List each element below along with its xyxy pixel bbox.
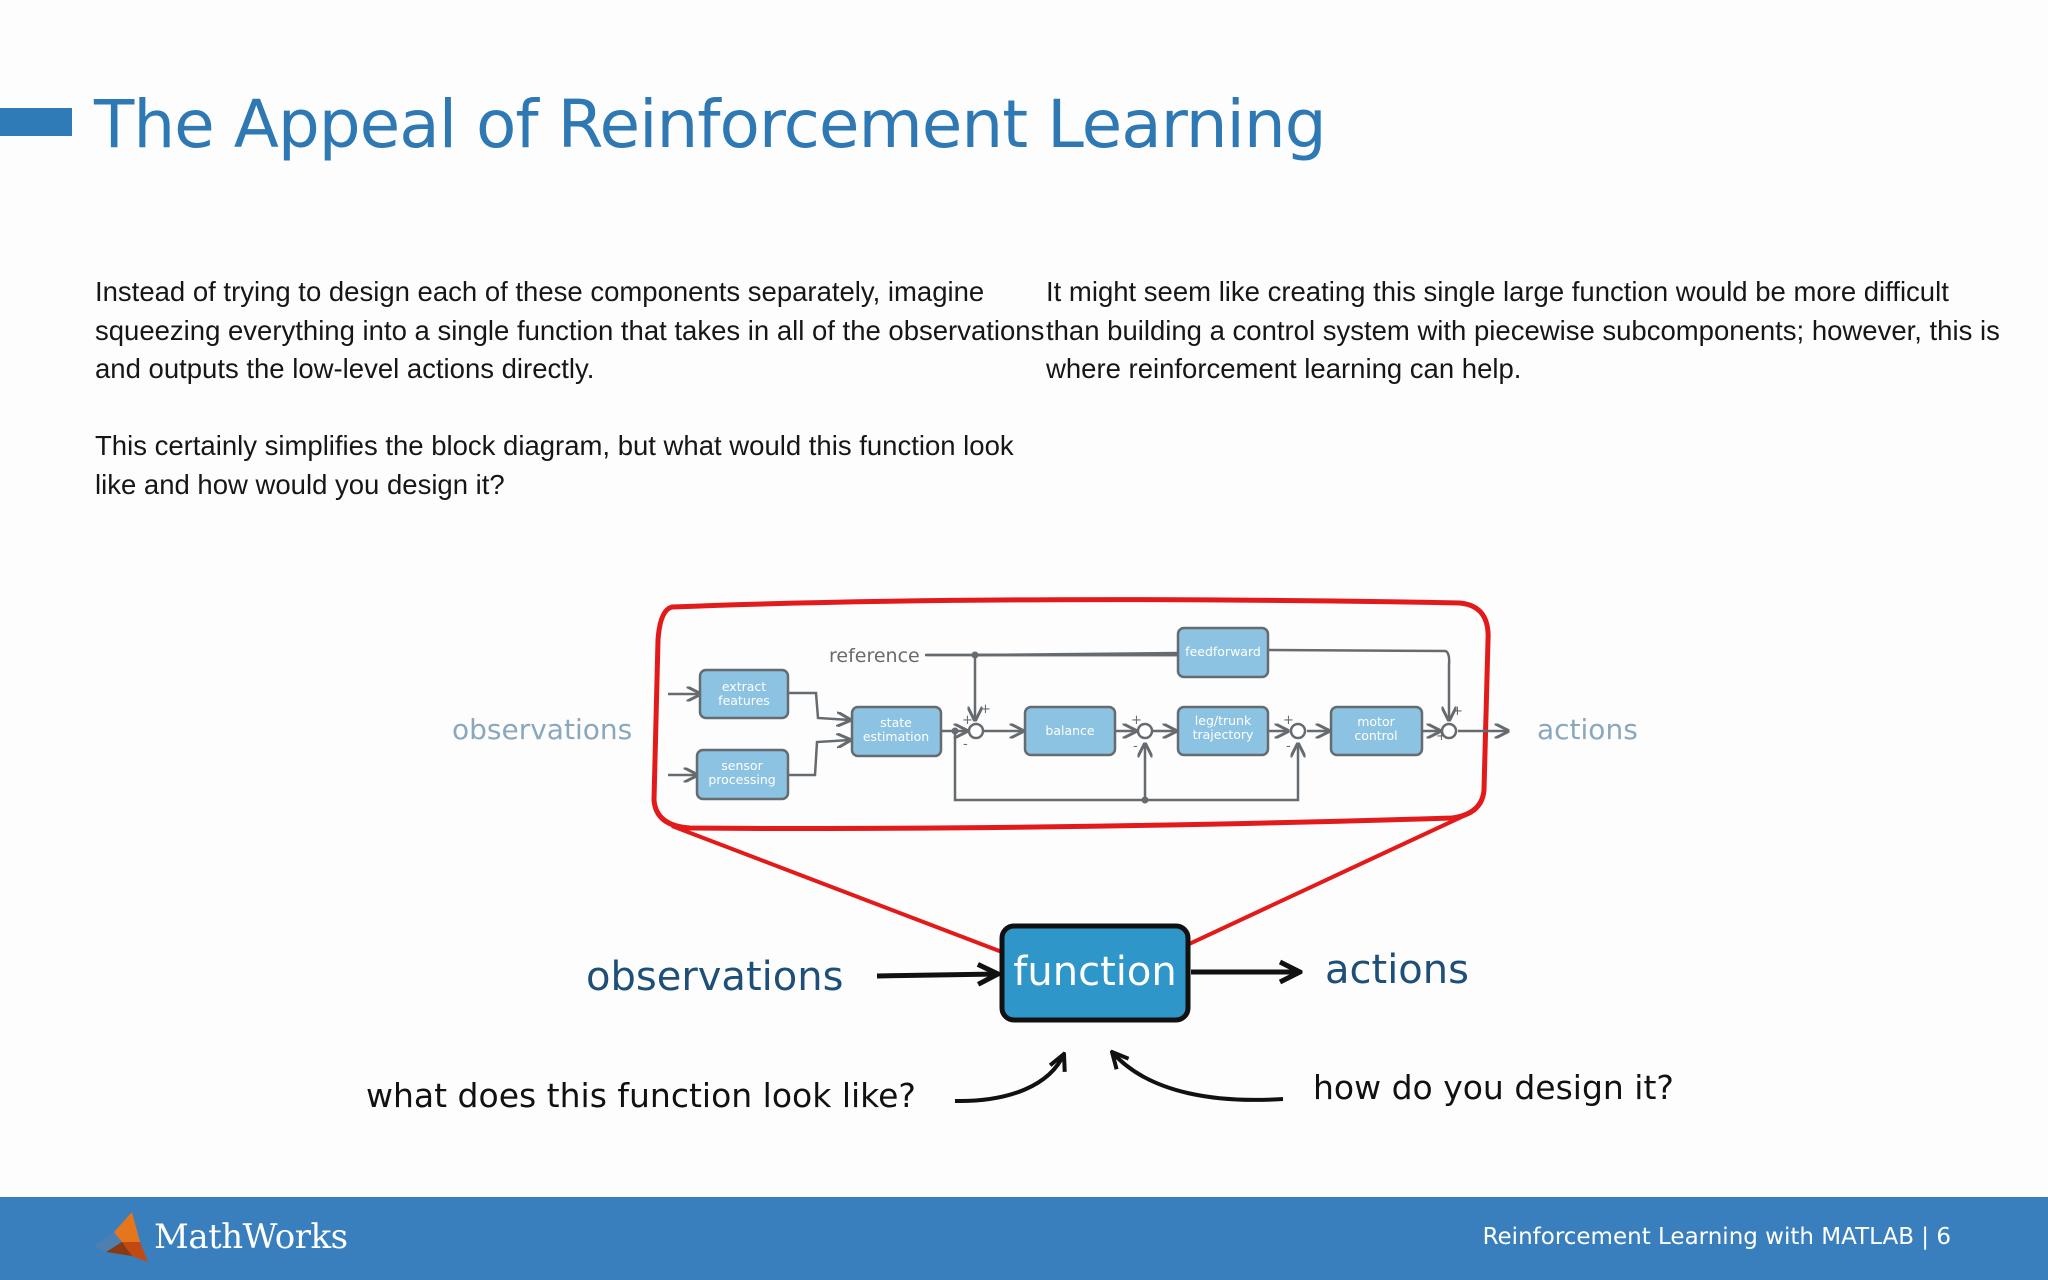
svg-text:+: + <box>1452 704 1463 719</box>
rl-function-diagram: + + - + - + - + + extract features sensor pro… <box>366 597 1674 1115</box>
slide-title: The Appeal of Reinforcement Learning <box>94 86 1327 163</box>
zoom-line-left <box>671 824 1003 954</box>
extract-features-block <box>698 668 790 720</box>
title-accent-bar <box>0 108 72 136</box>
simplified-observations-label: observations <box>586 954 843 1000</box>
system-boundary-outline <box>651 597 1491 832</box>
feedforward-label: feedforward <box>1185 644 1261 659</box>
leg-trunk-label-2: trajectory <box>1193 727 1254 742</box>
svg-text:-: - <box>1133 739 1138 754</box>
simplified-actions-label: actions <box>1325 947 1469 993</box>
paragraph-question: This certainly simplifies the block diag… <box>95 430 1014 500</box>
state-estimation-block <box>850 705 943 758</box>
question-left-label: what does this function look like? <box>366 1076 916 1115</box>
balance-block <box>1023 705 1117 757</box>
function-block <box>999 923 1191 1023</box>
extract-features-label-1: extract <box>722 679 766 694</box>
question-right-label: how do you design it? <box>1313 1068 1674 1107</box>
feedforward-block <box>1176 626 1270 679</box>
motor-control-label-1: motor <box>1357 714 1395 729</box>
sensor-processing-block <box>695 748 790 801</box>
detail-observations-label: observations <box>452 713 632 746</box>
svg-text:+: + <box>980 702 991 717</box>
extract-features-label-2: features <box>718 693 770 708</box>
junction-signs: + + - + - + - + + <box>962 702 1463 754</box>
mathworks-logo-text: MathWorks <box>154 1217 348 1257</box>
subcomponent-blocks <box>695 626 1424 801</box>
svg-text:+: + <box>1283 713 1294 728</box>
svg-text:+: + <box>962 713 973 728</box>
reference-label: reference <box>829 645 920 667</box>
svg-text:+: + <box>1436 729 1447 744</box>
state-estimation-label-1: state <box>880 715 912 730</box>
paragraph-intro: Instead of trying to design each of thes… <box>95 276 1045 384</box>
detail-actions-label: actions <box>1537 713 1638 746</box>
state-estimation-label-2: estimation <box>863 729 929 744</box>
zoom-line-right <box>1188 810 1473 946</box>
function-label: function <box>1013 949 1176 995</box>
slide-footer: MathWorks Reinforcement Learning with MA… <box>0 1197 2048 1280</box>
motor-control-label-2: control <box>1354 728 1397 743</box>
sensor-processing-label-1: sensor <box>721 758 763 773</box>
paragraph-rl-help: It might seem like creating this single … <box>1046 276 2000 384</box>
sensor-processing-label-2: processing <box>708 772 775 787</box>
mathworks-membrane-logo-icon <box>94 1212 148 1262</box>
balance-label: balance <box>1045 723 1095 738</box>
footer-course-and-page: Reinforcement Learning with MATLAB | 6 <box>1482 1224 1951 1250</box>
motor-control-block <box>1329 705 1424 757</box>
svg-text:+: + <box>1131 713 1142 728</box>
leg-trunk-label-1: leg/trunk <box>1195 713 1252 728</box>
svg-text:-: - <box>963 737 968 752</box>
svg-text:-: - <box>1286 739 1291 754</box>
leg-trunk-trajectory-block <box>1176 705 1270 757</box>
summing-junctions <box>967 722 1458 740</box>
